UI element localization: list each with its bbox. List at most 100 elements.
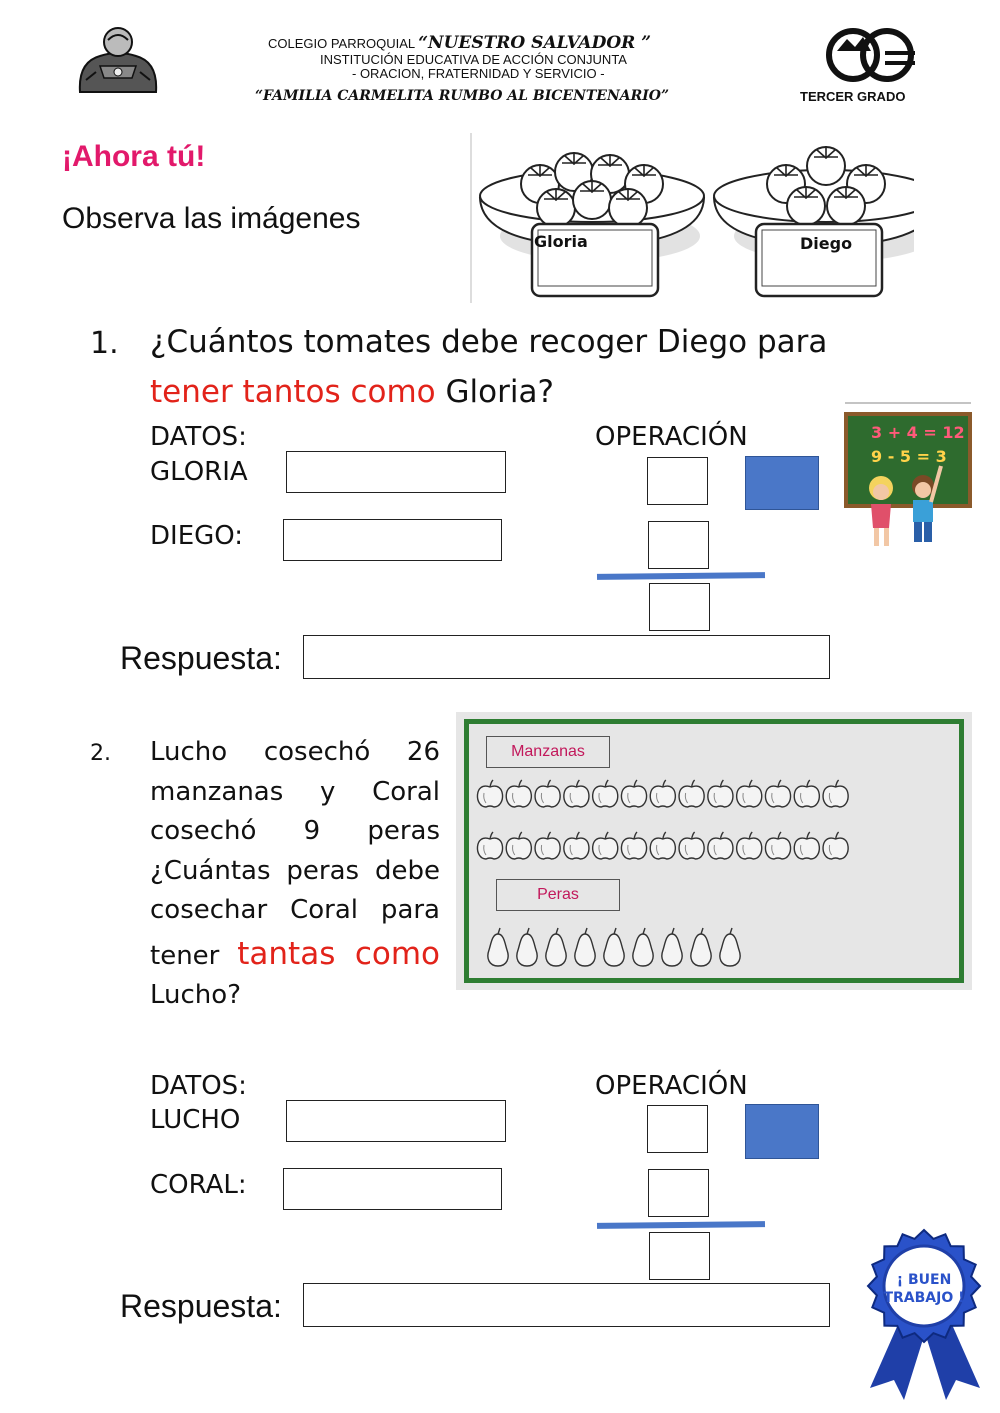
- pear-icon: [719, 927, 741, 967]
- pear-icon: [516, 927, 538, 967]
- apple-icon: [534, 779, 561, 808]
- q1-gloria-label: GLORIA: [150, 457, 248, 487]
- q2-op-line: [596, 1221, 766, 1229]
- q2-text-line: cosechar Coral para: [150, 895, 440, 925]
- apple-icon: [476, 831, 504, 860]
- q1-text-line2: tener tantos como Gloria?: [150, 374, 554, 410]
- q2-text-line6: tener tantas como: [150, 935, 440, 977]
- apple-icon: [476, 779, 504, 808]
- board-equation-1: 3 + 4 = 12: [871, 423, 965, 442]
- q2-answer-input[interactable]: [303, 1283, 830, 1327]
- pear-icon: [574, 927, 596, 967]
- badge-line2: TRABAJO !: [883, 1290, 964, 1306]
- school-header-line1: COLEGIO PARROQUIAL “NUESTRO SALVADOR ”: [268, 33, 651, 53]
- section-title: ¡Ahora tú!: [62, 140, 206, 173]
- tomato-bowls-illustration: [478, 146, 914, 298]
- chalkboard-kids-illustration: 3 + 4 = 12 9 - 5 = 3: [844, 402, 972, 546]
- apple-icon: [793, 779, 820, 808]
- school-motto: “FAMILIA CARMELITA RUMBO AL BICENTENARIO…: [255, 88, 670, 104]
- q2-op-result-box[interactable]: [649, 1232, 710, 1280]
- q1-op-line: [596, 572, 766, 580]
- carmelite-logo: [826, 28, 915, 82]
- good-job-badge: ¡ BUEN TRABAJO !: [866, 1228, 982, 1400]
- bowl-label-diego: Diego: [800, 234, 853, 253]
- q1-answer-input[interactable]: [303, 635, 830, 679]
- q2-coral-label: CORAL:: [150, 1170, 247, 1200]
- apple-icon: [505, 779, 532, 808]
- apple-icon: [707, 779, 734, 808]
- apple-icon: [649, 779, 676, 808]
- tomato-icon: [806, 146, 846, 186]
- tomato-icon: [536, 188, 576, 228]
- apple-icon: [736, 831, 763, 860]
- q2-number: 2.: [90, 741, 111, 766]
- apple-icon: [793, 831, 820, 860]
- fruit-panel: [464, 719, 964, 983]
- manzanas-label: Manzanas: [486, 736, 610, 768]
- instruction-text: Observa las imágenes: [62, 202, 361, 235]
- q1-op-result-box[interactable]: [649, 583, 710, 631]
- pear-icon: [545, 927, 567, 967]
- q1-op-number2-box[interactable]: [648, 521, 709, 569]
- apple-icon: [649, 831, 676, 860]
- q2-operacion-label: OPERACIÓN: [595, 1071, 748, 1101]
- fruit-illustration: [476, 779, 849, 967]
- tomato-icon: [608, 188, 648, 228]
- apple-icon: [822, 831, 849, 860]
- q2-op-sign-box[interactable]: [745, 1104, 819, 1159]
- q2-highlight: tantas como: [237, 935, 440, 972]
- apple-icon: [534, 831, 561, 860]
- q2-text-line: ¿Cuántas peras debe: [150, 855, 440, 886]
- q2-text-line: Lucho?: [150, 980, 241, 1010]
- q1-datos-label: DATOS:: [150, 422, 247, 452]
- q1-diego-label: DIEGO:: [150, 521, 244, 551]
- q1-text-rest: Gloria?: [435, 374, 554, 410]
- grade-label: TERCER GRADO: [800, 89, 906, 104]
- apple-icon: [592, 831, 619, 860]
- board-equation-2: 9 - 5 = 3: [871, 447, 947, 466]
- apple-icon: [764, 779, 792, 808]
- q1-text-line1: ¿Cuántos tomates debe recoger Diego para: [150, 324, 828, 360]
- apple-icon: [505, 831, 532, 860]
- q2-datos-label: DATOS:: [150, 1071, 247, 1101]
- q1-diego-input[interactable]: [283, 519, 502, 561]
- q2-text-line: cosechó 9 peras: [150, 816, 440, 846]
- q2-respuesta-label: Respuesta:: [120, 1288, 282, 1324]
- q2-text-line: manzanas y Coral: [150, 776, 440, 807]
- pear-icon: [603, 927, 625, 967]
- pear-icon: [632, 927, 654, 967]
- q2-op-number1-box[interactable]: [647, 1105, 708, 1153]
- saint-logo: [78, 27, 158, 93]
- divider: [470, 133, 472, 303]
- apple-icon: [592, 779, 619, 808]
- school-header-line2: INSTITUCIÓN EDUCATIVA DE ACCIÓN CONJUNTA: [320, 52, 627, 67]
- q2-coral-input[interactable]: [283, 1168, 502, 1210]
- q1-gloria-input[interactable]: [286, 451, 506, 493]
- school-name: “NUESTRO SALVADOR ”: [418, 33, 652, 53]
- q1-op-sign-box[interactable]: [745, 456, 819, 510]
- school-prefix: COLEGIO PARROQUIAL: [268, 36, 415, 51]
- peras-label: Peras: [496, 879, 620, 911]
- school-header-line3: - ORACION, FRATERNIDAD Y SERVICIO -: [352, 66, 605, 81]
- badge-line1: ¡ BUEN: [897, 1272, 952, 1288]
- pear-icon: [661, 927, 683, 967]
- q2-text-line: Lucho cosechó 26: [150, 737, 440, 767]
- q2-lucho-label: LUCHO: [150, 1105, 241, 1135]
- q2-lucho-input[interactable]: [286, 1100, 506, 1142]
- tomato-icon: [826, 186, 866, 226]
- apple-icon: [707, 831, 734, 860]
- apple-icon: [764, 831, 792, 860]
- apple-icon: [822, 779, 849, 808]
- apple-icon: [620, 831, 648, 860]
- q1-operacion-label: OPERACIÓN: [595, 422, 748, 452]
- q2-op-number2-box[interactable]: [648, 1169, 709, 1217]
- q2-text-prefix: tener: [150, 940, 238, 971]
- apple-icon: [678, 779, 705, 808]
- q1-respuesta-label: Respuesta:: [120, 640, 282, 676]
- q1-number: 1.: [90, 326, 119, 361]
- q2-text: Lucho cosechó 26 manzanas y Coral cosech…: [150, 733, 440, 1016]
- apple-icon: [620, 779, 648, 808]
- pear-icon: [690, 927, 712, 967]
- q1-op-number1-box[interactable]: [647, 457, 708, 505]
- tomato-icon: [572, 180, 612, 220]
